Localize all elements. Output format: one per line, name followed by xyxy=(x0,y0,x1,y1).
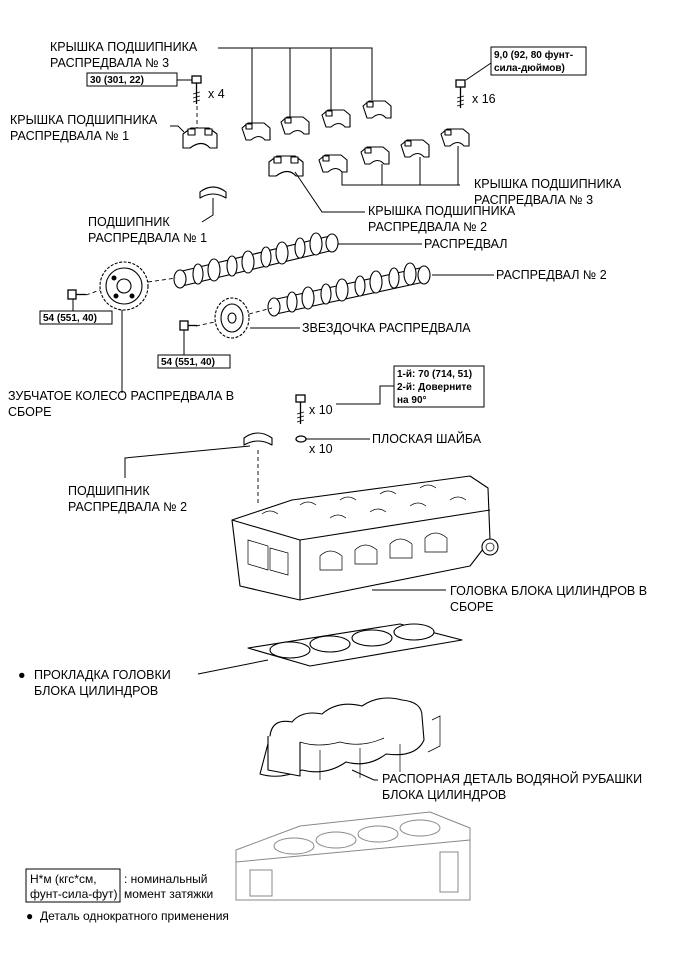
water-jacket-spacer xyxy=(259,697,441,780)
torque-sprocket-bolt: 54 (551, 40) xyxy=(161,357,215,368)
bearing-no1-label-line1: ПОДШИПНИК xyxy=(88,215,170,229)
spacer-label-line1: РАСПОРНАЯ ДЕТАЛЬ ВОДЯНОЙ РУБАШКИ xyxy=(382,771,642,786)
camshaft-no2 xyxy=(267,262,431,317)
head-bolts-quantity: x 10 xyxy=(309,403,333,417)
cap1-bolt-quantity: x 4 xyxy=(208,87,225,101)
bearing-cap xyxy=(321,109,351,128)
bearing-cap-no3-lower-row xyxy=(318,128,470,186)
legend-unit-box xyxy=(25,868,121,903)
cylinder-head-assembly xyxy=(231,475,499,601)
torque-cap-bolts-line1: 9,0 (92, 80 фунт- xyxy=(494,49,573,61)
plain-washer-icon xyxy=(295,435,307,443)
bolt-icon xyxy=(455,79,466,108)
torque-box-sprocket xyxy=(157,354,231,369)
torque-cap1-bolt: 30 (301, 22) xyxy=(90,75,144,86)
camshaft-bearing-no2 xyxy=(243,432,273,446)
torque-head-bolts-line1: 1-й: 70 (714, 51) xyxy=(397,369,472,380)
washers-quantity: x 10 xyxy=(309,442,333,456)
cylinder-head-label-line1: ГОЛОВКА БЛОКА ЦИЛИНДРОВ В xyxy=(450,584,647,598)
torque-head-bolts-line2: 2-й: Доверните xyxy=(397,382,472,393)
camshaft-bearing-no1 xyxy=(199,186,227,199)
bearing-no1-label-line2: РАСПРЕДВАЛА № 1 xyxy=(88,231,207,245)
camshaft-label: РАСПРЕДВАЛ xyxy=(424,237,507,251)
camshaft-sprocket xyxy=(214,297,250,339)
bolt-icon xyxy=(179,320,197,331)
timing-gear-label-line1: ЗУБЧАТОЕ КОЛЕСО РАСПРЕДВАЛА В xyxy=(8,389,234,403)
bolt-icon xyxy=(67,289,86,300)
torque-head-bolts-line3: на 90° xyxy=(397,395,427,406)
torque-box-gear xyxy=(39,310,113,325)
bearing-cap xyxy=(241,122,271,141)
gasket-bullet: ● xyxy=(18,668,26,682)
legend-non-reusable-text: Деталь однократного применения xyxy=(40,909,229,923)
legend-unit-line2: фунт-сила-фут) xyxy=(30,887,117,901)
legend-unit-desc-line2: момент затяжки xyxy=(124,887,213,901)
camshaft xyxy=(173,232,339,289)
sprocket-label: ЗВЕЗДОЧКА РАСПРЕДВАЛА xyxy=(302,321,471,335)
cylinder-block xyxy=(235,811,471,901)
camshaft-timing-gear xyxy=(99,261,149,311)
cylinder-head-gasket xyxy=(247,623,463,667)
bearing-cap-no3-top-label-line1: КРЫШКА ПОДШИПНИКА xyxy=(50,40,198,54)
bearing-cap-no3-upper-row xyxy=(218,47,392,141)
bearing-cap-no1 xyxy=(182,127,218,149)
bearing-no2-label-line2: РАСПРЕДВАЛА № 2 xyxy=(68,500,187,514)
bolt-icon xyxy=(191,75,202,104)
bearing-cap-no2-label-line1: КРЫШКА ПОДШИПНИКА xyxy=(368,204,516,218)
legend-non-reusable-bullet: ● xyxy=(26,909,33,923)
bearing-cap-no1-label-line2: РАСПРЕДВАЛА № 1 xyxy=(10,129,129,143)
gasket-label-line2: БЛОКА ЦИЛИНДРОВ xyxy=(34,684,158,698)
bolt-icon xyxy=(295,394,306,424)
bearing-cap-no1-label-line1: КРЫШКА ПОДШИПНИКА xyxy=(10,113,158,127)
camshaft-no2-label: РАСПРЕДВАЛ № 2 xyxy=(496,268,607,282)
bearing-cap-no3-top-label-line2: РАСПРЕДВАЛА № 3 xyxy=(50,56,169,70)
bearing-cap xyxy=(362,100,392,119)
bearing-cap-no2-label-line2: РАСПРЕДВАЛА № 2 xyxy=(368,220,487,234)
bearing-no2-label-line1: ПОДШИПНИК xyxy=(68,484,150,498)
cap-bolts-quantity: x 16 xyxy=(472,92,496,106)
bearing-cap-no3-right-label-line1: КРЫШКА ПОДШИПНИКА xyxy=(474,177,622,191)
torque-gear-bolt: 54 (551, 40) xyxy=(43,313,97,324)
plain-washer-label: ПЛОСКАЯ ШАЙБА xyxy=(372,431,482,446)
torque-box-head-bolts xyxy=(393,365,485,408)
timing-gear-label-line2: СБОРЕ xyxy=(8,405,52,419)
cylinder-head-label-line2: СБОРЕ xyxy=(450,600,494,614)
legend-unit-desc-line1: : номинальный xyxy=(124,872,207,886)
bearing-cap xyxy=(280,116,310,135)
gasket-label-line1: ПРОКЛАДКА ГОЛОВКИ xyxy=(34,668,171,682)
spacer-label-line2: БЛОКА ЦИЛИНДРОВ xyxy=(382,788,506,802)
bearing-cap-no2 xyxy=(268,155,304,177)
legend-unit-line1: Н*м (кгс*см, xyxy=(30,872,97,886)
torque-cap-bolts-line2: сила-дюймов) xyxy=(494,63,565,74)
torque-box-cap-bolts xyxy=(490,46,587,76)
bearing-cap-no3-right-label-line2: РАСПРЕДВАЛА № 3 xyxy=(474,193,593,207)
